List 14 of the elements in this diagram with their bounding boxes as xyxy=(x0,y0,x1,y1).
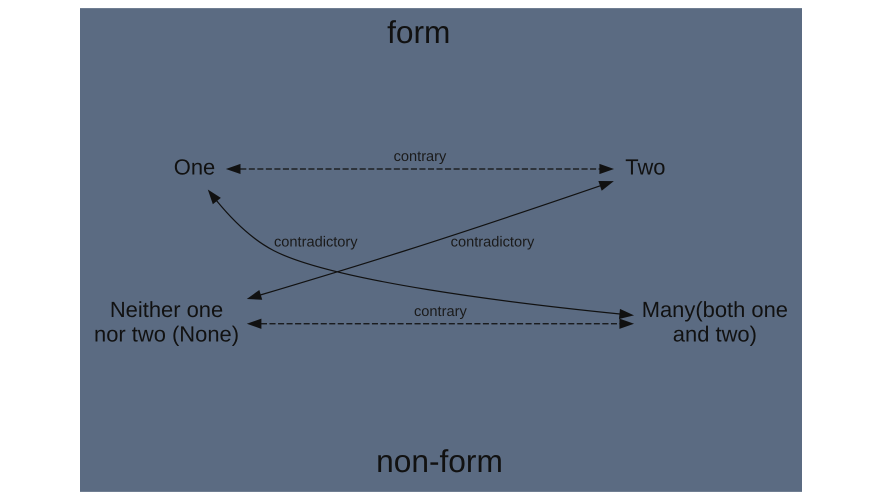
arrow xyxy=(246,318,634,329)
edge-label: contrary xyxy=(414,304,466,320)
node-text: Two xyxy=(624,154,666,180)
label: non-form xyxy=(376,443,502,480)
edge-label: contradictory xyxy=(450,234,534,250)
edge-label: contradictory xyxy=(273,234,358,250)
arrow xyxy=(225,164,614,174)
edge-label: contrary xyxy=(393,149,446,166)
label: form xyxy=(386,14,450,50)
arrow xyxy=(207,190,634,320)
node-text: Neither one nor two (None) xyxy=(94,296,239,346)
arrow xyxy=(246,181,614,300)
node-text: One xyxy=(173,154,215,180)
node-text: Many(both one and two) xyxy=(641,296,788,346)
